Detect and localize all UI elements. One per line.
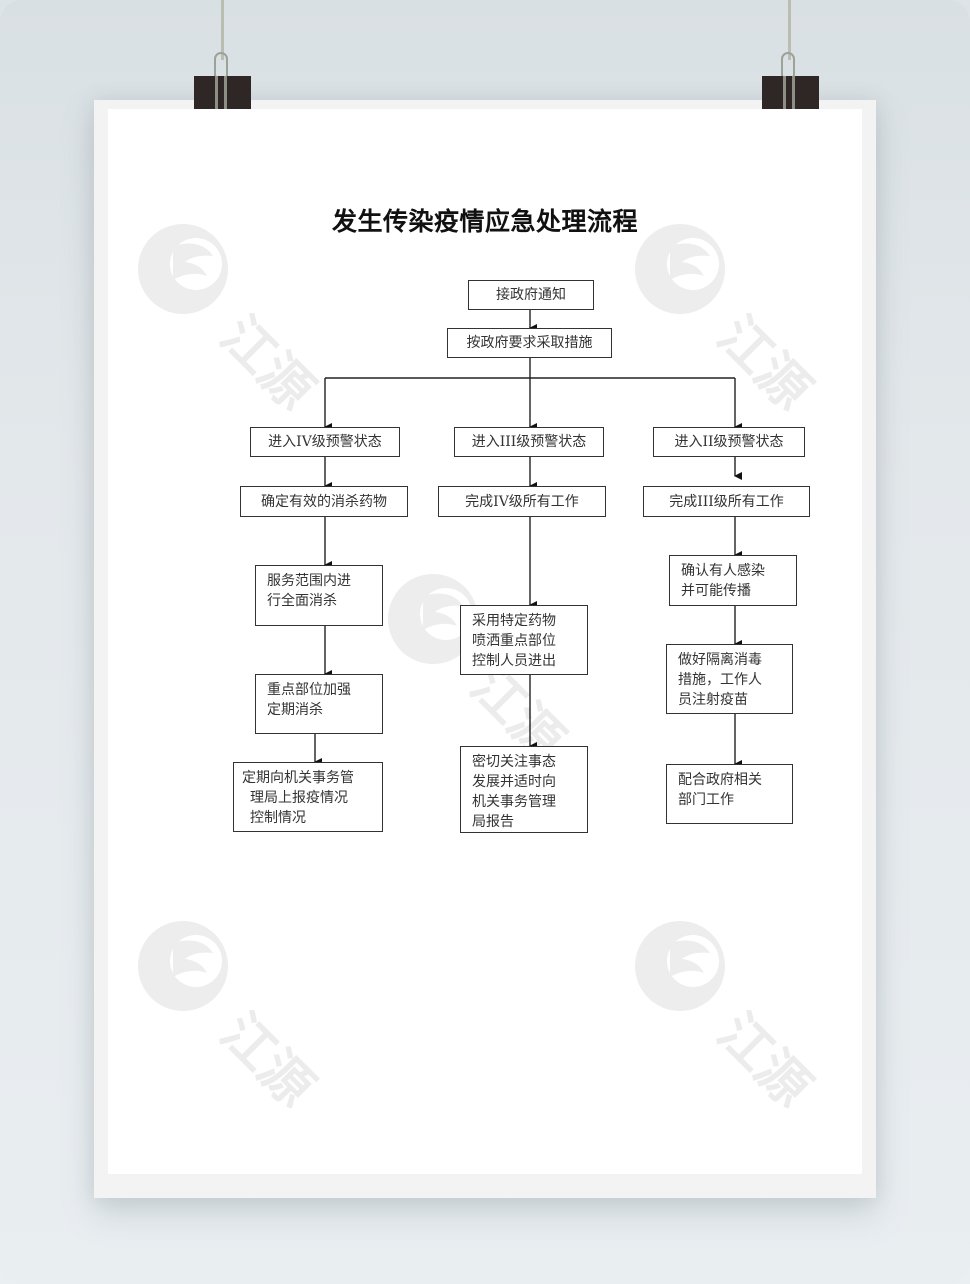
page-title: 发生传染疫情应急处理流程: [331, 207, 638, 236]
flow-node-start: 接政府通知: [468, 280, 594, 310]
flow-node-label: 进入IV级预警状态: [268, 434, 382, 450]
poster-paper: 江源 发生传染疫情应急处理流程: [108, 109, 862, 1174]
flow-node-line: 喷洒重点部位: [472, 633, 556, 649]
flow-node-report-to-bureau: 定期向机关事务管 理局上报疫情况 控制情况: [233, 762, 383, 832]
flow-node-monitor-and-report: 密切关注事态 发展并适时向 机关事务管理 局报告: [460, 746, 588, 833]
flow-node-line: 行全面消杀: [267, 593, 337, 609]
flow-node-level-iii: 进入III级预警状态: [454, 427, 604, 457]
flow-node-line: 重点部位加强: [267, 682, 351, 698]
flow-node-label: 按政府要求采取措施: [466, 335, 593, 351]
flow-node-line: 配合政府相关: [678, 772, 762, 788]
flow-node-label: 进入II级预警状态: [674, 434, 784, 450]
flow-node-isolation-and-vaccination: 做好隔离消毒 措施，工作人 员注射疫苗: [666, 644, 793, 714]
flow-node-key-area-disinfection: 重点部位加强 定期消杀: [255, 674, 383, 734]
flow-node-line: 定期向机关事务管: [242, 770, 354, 786]
flow-node-line: 控制人员进出: [472, 653, 556, 669]
binder-clip-left: [194, 76, 251, 109]
flow-node-level-ii: 进入II级预警状态: [653, 427, 805, 457]
clip-ring-right: [781, 52, 795, 78]
flow-node-line: 部门工作: [678, 792, 734, 808]
flow-node-take-measures: 按政府要求采取措施: [447, 328, 612, 358]
flow-node-level-iv: 进入IV级预警状态: [250, 427, 400, 457]
flow-node-confirm-infection: 确认有人感染 并可能传播: [669, 555, 797, 606]
hanging-string-left: [221, 0, 224, 60]
flow-node-label: 进入III级预警状态: [471, 434, 587, 450]
binder-clip-right: [762, 76, 819, 109]
flow-node-complete-iv-work: 完成IV级所有工作: [438, 486, 606, 517]
flow-node-line: 机关事务管理: [472, 794, 556, 810]
flow-node-line: 员注射疫苗: [678, 692, 748, 708]
flow-node-line: 措施，工作人: [678, 672, 762, 688]
flow-node-label: 确定有效的消杀药物: [261, 493, 387, 510]
flow-node-line: 发展并适时向: [472, 774, 556, 790]
flow-node-label: 接政府通知: [496, 287, 566, 303]
flow-node-line: 密切关注事态: [472, 754, 556, 770]
flow-node-line: 确认有人感染: [681, 563, 765, 579]
hanging-string-right: [788, 0, 791, 60]
flow-node-label: 完成IV级所有工作: [465, 493, 579, 510]
clip-ring-left: [214, 52, 228, 78]
flow-node-spray-key-areas: 采用特定药物 喷洒重点部位 控制人员进出: [460, 605, 588, 675]
flow-node-label: 完成III级所有工作: [669, 493, 784, 510]
flow-node-cooperate-with-government: 配合政府相关 部门工作: [666, 764, 793, 824]
flow-node-line: 理局上报疫情况: [250, 790, 348, 806]
flow-node-line: 并可能传播: [681, 583, 751, 599]
flow-node-line: 定期消杀: [267, 702, 323, 718]
flow-node-line: 服务范围内进: [267, 573, 351, 589]
flow-node-determine-disinfectant: 确定有效的消杀药物: [240, 486, 408, 517]
flow-node-full-disinfection: 服务范围内进 行全面消杀: [255, 565, 383, 626]
flowchart-connectors: [314, 309, 742, 768]
flow-node-line: 控制情况: [250, 810, 306, 826]
flow-node-line: 局报告: [472, 814, 514, 830]
flow-node-complete-iii-work: 完成III级所有工作: [643, 486, 810, 517]
flow-node-line: 做好隔离消毒: [678, 652, 762, 668]
flow-node-line: 采用特定药物: [472, 613, 556, 629]
